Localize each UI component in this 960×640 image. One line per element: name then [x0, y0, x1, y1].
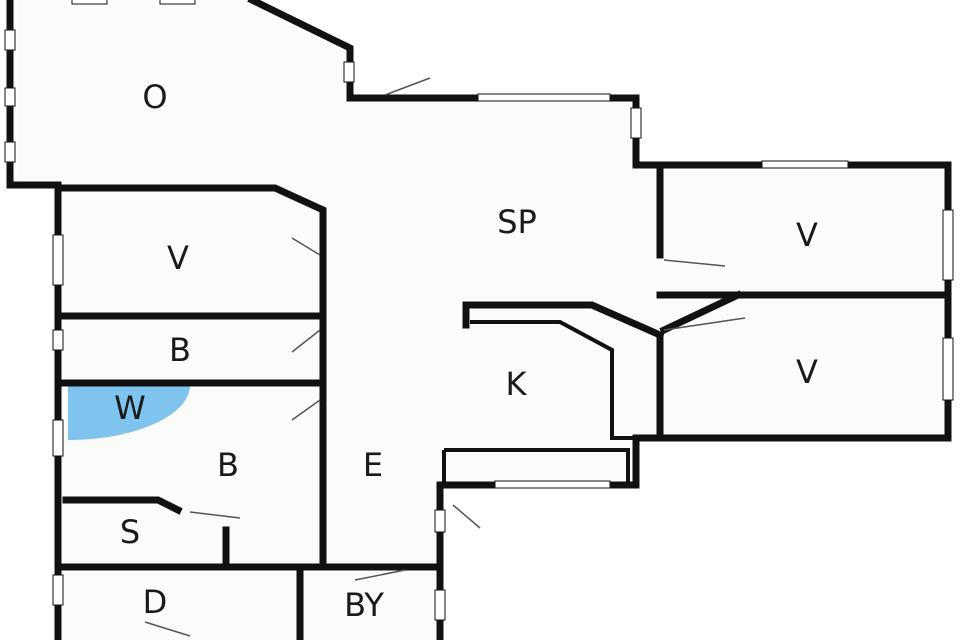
door — [291, 399, 321, 421]
room-label-v-bedroom-2: V — [796, 216, 818, 254]
window — [52, 419, 64, 457]
window — [434, 509, 446, 533]
window — [630, 107, 642, 139]
door — [291, 237, 321, 256]
room-label-v-bedroom-1: V — [167, 239, 189, 277]
room-label-v-bedroom-3: V — [796, 353, 818, 391]
room-label-d: D — [143, 583, 168, 621]
window — [761, 160, 849, 169]
doors — [144, 77, 746, 637]
window — [52, 234, 64, 286]
room-label-s: S — [120, 513, 140, 551]
interior-walls — [54, 164, 949, 640]
door — [144, 621, 191, 637]
window — [4, 29, 16, 51]
room-label-b-2: B — [217, 446, 239, 484]
room-label-k: K — [506, 365, 528, 403]
room-label-b-1: B — [169, 331, 191, 369]
window — [4, 87, 16, 107]
window — [52, 574, 64, 606]
door — [663, 259, 726, 267]
door — [291, 329, 321, 353]
window — [52, 329, 64, 351]
window — [434, 589, 446, 621]
window — [343, 61, 355, 83]
window — [4, 141, 16, 163]
shower-area — [68, 385, 190, 440]
windows — [4, 0, 954, 621]
room-label-e: E — [363, 446, 383, 484]
door — [452, 504, 481, 529]
door — [384, 77, 431, 96]
room-label-w: W — [114, 389, 146, 427]
door — [663, 317, 746, 331]
room-label-by: BY — [344, 586, 384, 624]
window — [494, 480, 611, 489]
window — [71, 0, 108, 5]
door — [354, 569, 406, 581]
window — [942, 209, 954, 281]
room-label-sp: SP — [497, 203, 537, 241]
window — [477, 93, 611, 102]
window — [942, 337, 954, 401]
door — [189, 511, 241, 519]
room-label-o: O — [142, 78, 167, 116]
window — [159, 0, 196, 5]
